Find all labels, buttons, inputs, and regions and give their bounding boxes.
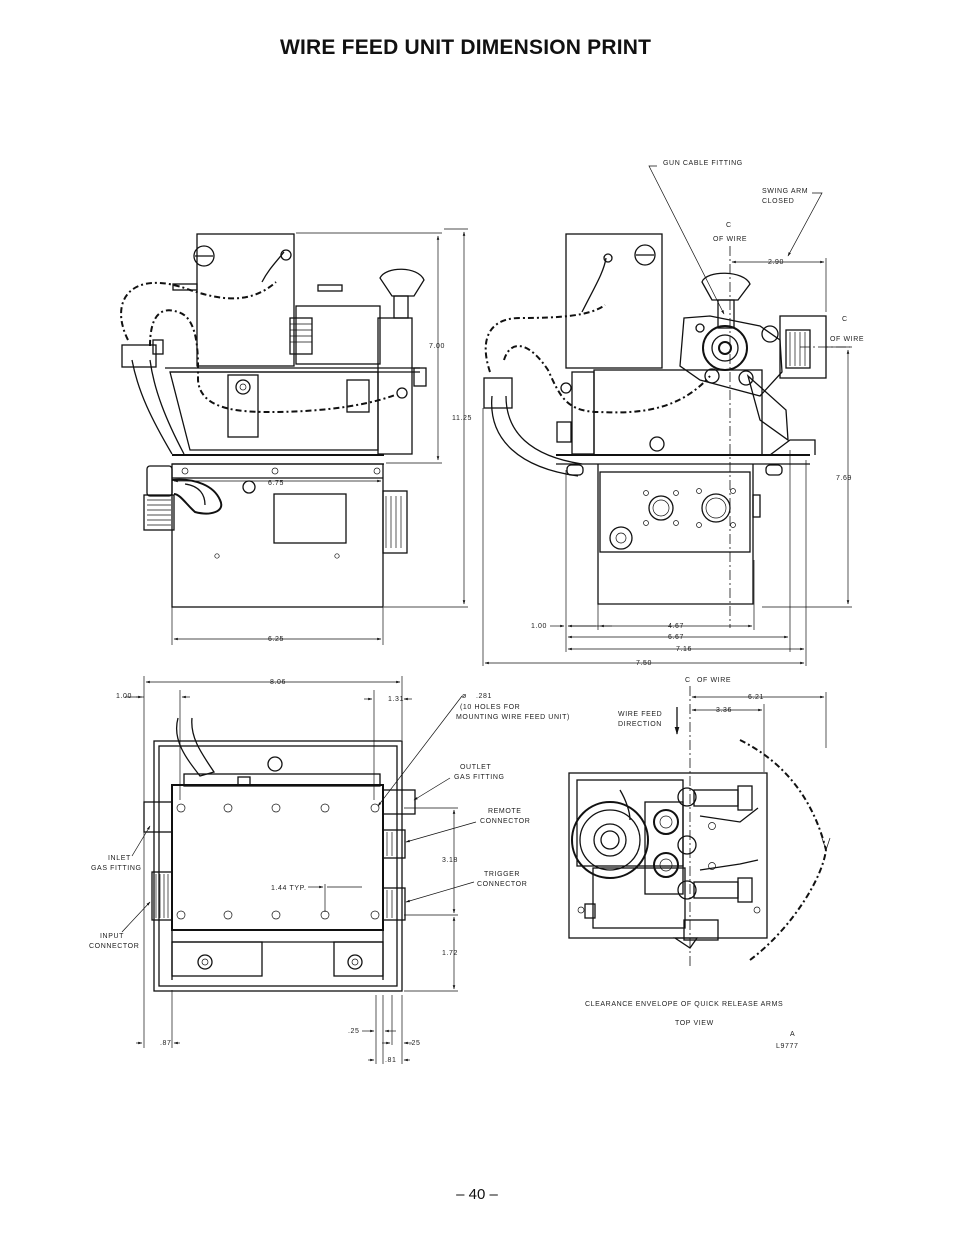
- bottom-view: 8.06 1.00 1.31 ø .281 (10 HOLES FOR MOUN…: [89, 676, 570, 1064]
- side-view: GUN CABLE FITTING SWING ARM CLOSED C OF …: [482, 160, 864, 667]
- centerline-wire-a: OF WIRE: [713, 236, 747, 243]
- inlet-line1: INLET: [108, 855, 131, 862]
- dim-7-50: 7.50: [636, 660, 652, 667]
- dim-width: 6.25: [268, 636, 284, 643]
- hole-dia: .281: [476, 693, 492, 700]
- dim-6-67: 6.67: [668, 634, 684, 641]
- top-centerline-wire: OF WIRE: [697, 677, 731, 684]
- dim-1-72: 1.72: [442, 950, 458, 957]
- dim-6-21: 6.21: [748, 694, 764, 701]
- centerline-wire-b: OF WIRE: [830, 336, 864, 343]
- callout-gun-cable-fitting: GUN CABLE FITTING: [663, 160, 743, 167]
- dim-inner-width: 6.75: [268, 480, 284, 487]
- trigger-line1: TRIGGER: [484, 871, 520, 878]
- trigger-line2: CONNECTOR: [477, 881, 527, 888]
- dim-3-18: 3.18: [442, 857, 458, 864]
- clearance-note: CLEARANCE ENVELOPE OF QUICK RELEASE ARMS: [585, 1001, 783, 1008]
- outlet-line1: OUTLET: [460, 764, 491, 771]
- dim-height-total: 11.25: [452, 415, 472, 422]
- top-centerline-symbol: C: [685, 677, 691, 684]
- dim-4-67: 4.67: [668, 623, 684, 630]
- callout-swing-arm-line2: CLOSED: [762, 198, 794, 205]
- outlet-line2: GAS FITTING: [454, 774, 505, 781]
- dim-0-25-a: .25: [348, 1028, 360, 1035]
- front-view: 7.00 11.25 6.75 6.25: [120, 228, 472, 645]
- dim-1-44-typ: 1.44 TYP.: [271, 885, 307, 892]
- dim-8-06: 8.06: [270, 679, 286, 686]
- drawing-number: L9777: [776, 1043, 798, 1050]
- revision-letter: A: [790, 1031, 795, 1038]
- dim-1-00-bottom: 1.00: [116, 693, 132, 700]
- dim-7-16: 7.16: [676, 646, 692, 653]
- dim-0-25-b: .25: [409, 1040, 421, 1047]
- top-view: C OF WIRE 6.21 3.36 WIRE FEED DIRECTION …: [568, 677, 831, 1050]
- input-line1: INPUT: [100, 933, 124, 940]
- hole-note-line2: MOUNTING WIRE FEED UNIT): [456, 714, 570, 721]
- centerline-symbol-b: C: [842, 316, 848, 323]
- remote-line2: CONNECTOR: [480, 818, 530, 825]
- remote-line1: REMOTE: [488, 808, 522, 815]
- hole-diameter-symbol: ø: [462, 693, 467, 700]
- dim-1-31: 1.31: [388, 696, 404, 703]
- hole-note-line1: (10 HOLES FOR: [460, 704, 520, 711]
- dim-7-69: 7.69: [836, 475, 852, 482]
- wire-feed-line2: DIRECTION: [618, 721, 662, 728]
- dim-0-87: .87: [160, 1040, 172, 1047]
- page-title: WIRE FEED UNIT DIMENSION PRINT: [280, 36, 652, 59]
- wire-feed-line1: WIRE FEED: [618, 711, 662, 718]
- dim-3-36: 3.36: [716, 707, 732, 714]
- dim-2-90: 2.90: [768, 259, 784, 266]
- dim-0-81: .81: [385, 1057, 397, 1064]
- dim-1-00-side: 1.00: [531, 623, 547, 630]
- inlet-line2: GAS FITTING: [91, 865, 142, 872]
- centerline-symbol-a: C: [726, 222, 732, 229]
- dim-height-upper: 7.00: [429, 343, 445, 350]
- callout-swing-arm-line1: SWING ARM: [762, 188, 808, 195]
- page-number: – 40 –: [456, 1186, 498, 1203]
- input-line2: CONNECTOR: [89, 943, 139, 950]
- top-view-label: TOP VIEW: [675, 1020, 714, 1027]
